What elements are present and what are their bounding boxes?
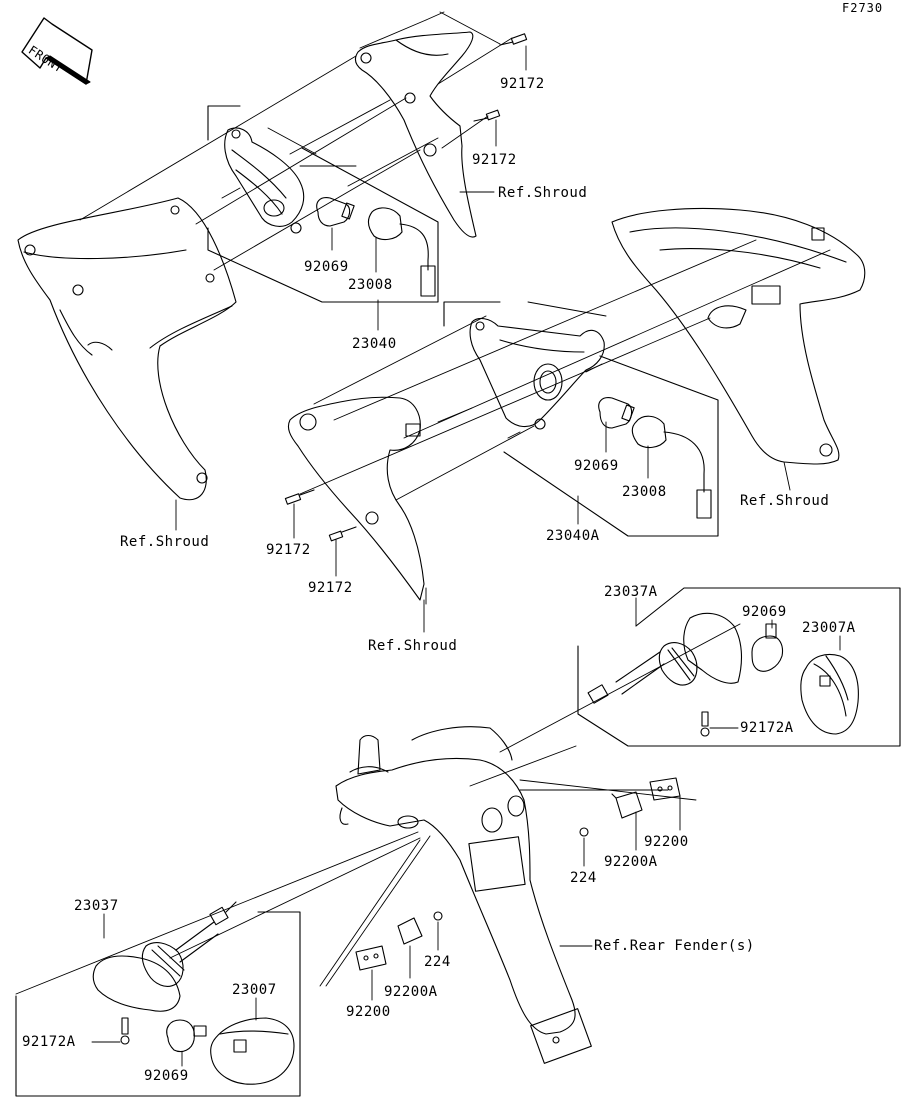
leader-lines	[91, 45, 841, 1067]
part-92172-mid-b: 92172	[308, 580, 353, 596]
screw-92172-mid-a-part	[284, 489, 315, 505]
diagram-code: F2730	[842, 1, 884, 15]
part-92200-right: 92200	[644, 834, 689, 850]
part-23008-mid: 23008	[622, 484, 667, 500]
part-92069-rear-right: 92069	[742, 604, 787, 620]
group-frame-23040	[207, 105, 439, 303]
part-23037: 23037	[74, 898, 119, 914]
ref-rear-fender: Ref.Rear Fender(s)	[594, 938, 755, 954]
turn-signal-front-left-part	[224, 127, 305, 234]
bulb-92069-top-part	[316, 197, 355, 227]
assembly-lines-upper	[79, 11, 513, 271]
turn-signal-front-right-part	[469, 317, 605, 430]
part-23040A: 23040A	[546, 528, 600, 544]
ref-shroud-left: Ref.Shroud	[120, 534, 210, 550]
bracket-upper-part	[354, 31, 477, 238]
nut-224-left-part	[433, 911, 443, 921]
ref-shroud-right: Ref.Shroud	[740, 493, 830, 509]
bulb-92069-mid-part	[598, 397, 635, 429]
part-92069-rear-left: 92069	[144, 1068, 189, 1084]
nut-224-right-part	[579, 827, 589, 837]
rear-fender-part	[335, 726, 592, 1064]
lens-23007-part	[210, 1017, 295, 1085]
part-224-left: 224	[424, 954, 451, 970]
screw-92172-top-b-part	[473, 109, 501, 122]
part-92200A-right: 92200A	[604, 854, 658, 870]
part-92200-left: 92200	[346, 1004, 391, 1020]
part-92069-mid: 92069	[574, 458, 619, 474]
group-frame-23037A	[577, 587, 901, 747]
socket-23008-mid-part	[631, 415, 712, 519]
bulb-92069-rear-right-part	[751, 623, 784, 672]
bulb-92069-rear-left-part	[166, 1019, 207, 1053]
assembly-lines-middle	[299, 239, 831, 605]
part-23008-top: 23008	[348, 277, 393, 293]
group-frame-23040A	[443, 301, 719, 537]
screw-92172-mid-b-part	[328, 526, 357, 542]
turn-signal-rear-right-part	[587, 612, 743, 737]
bracket-lower-part	[287, 396, 425, 601]
part-23007: 23007	[232, 982, 277, 998]
bracket-92200A-left-part	[397, 917, 423, 945]
part-23007A: 23007A	[802, 620, 856, 636]
part-92172A-right: 92172A	[740, 720, 794, 736]
ref-shroud-top: Ref.Shroud	[498, 185, 588, 201]
ref-shroud-mid: Ref.Shroud	[368, 638, 458, 654]
part-92172-top-a: 92172	[500, 76, 545, 92]
group-frame-23037	[15, 911, 301, 1097]
turn-signal-rear-left-part	[92, 901, 237, 1045]
shroud-right-part	[611, 207, 866, 465]
lens-23007A-part	[800, 653, 859, 735]
front-arrow-icon	[21, 17, 93, 85]
part-92172-top-b: 92172	[472, 152, 517, 168]
part-23037A: 23037A	[604, 584, 658, 600]
bracket-92200A-right-part	[611, 791, 643, 819]
part-23040: 23040	[352, 336, 397, 352]
shroud-left-part	[17, 197, 237, 501]
part-92172A-left: 92172A	[22, 1034, 76, 1050]
socket-23008-top-part	[367, 207, 436, 297]
part-92200A-left: 92200A	[384, 984, 438, 1000]
part-224-right: 224	[570, 870, 597, 886]
part-92069-top: 92069	[304, 259, 349, 275]
plate-92200-left-part	[355, 945, 387, 971]
part-92172-mid-a: 92172	[266, 542, 311, 558]
